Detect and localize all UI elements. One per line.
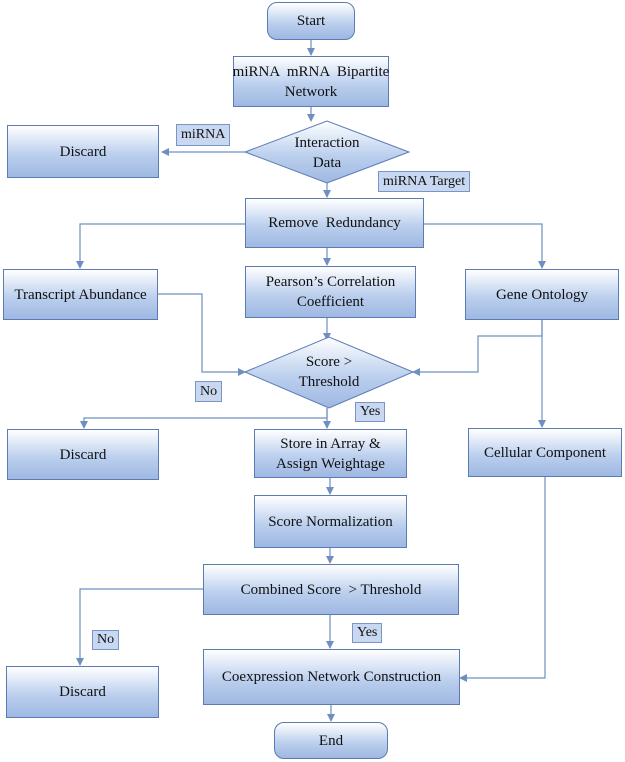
interaction-line2: Data [312,155,342,171]
arrow-cellular-to-coexpression [459,477,546,682]
arrow-remove-to-transcript [76,223,245,269]
discard-middle-box: Discard [7,429,159,480]
cellular-component-label: Cellular Component [483,444,607,461]
store-line1: Store in Array & [280,435,381,452]
discard-top-label: Discard [59,143,107,160]
arrow-remove-to-gene [424,223,546,269]
start-label: Start [296,13,326,29]
discard-middle-label: Discard [59,446,107,463]
arrow-transcript-to-score [158,293,246,376]
interaction-decision-diamond [243,120,411,184]
combined-score-box: Combined Score > Threshold [203,564,459,615]
arrow-score-to-discard [80,408,328,429]
pearson-line1: Pearson’s Correlation [265,274,396,290]
arrow-gene-to-score [412,320,543,376]
transcript-abundance-box: Transcript Abundance [3,269,158,320]
cellular-component-box: Cellular Component [468,428,622,477]
bipartite-network-box: miRNA mRNA Bipartite Network [233,56,389,107]
pearson-line2: Coefficient [296,294,365,310]
yes-tag-combined: Yes [352,623,383,643]
gene-ontology-label: Gene Ontology [495,286,589,303]
remove-redundancy-box: Remove Redundancy [245,198,424,248]
store-array-box: Store in Array & Assign Weightage [254,429,407,478]
coexpression-network-box: Coexpression Network Construction [203,649,460,705]
interaction-line1: Interaction [294,135,360,151]
score-line2: Threshold [298,374,360,390]
discard-bottom-box: Discard [6,666,159,718]
store-line2: Assign Weightage [276,455,385,472]
score-normalization-label: Score Normalization [268,513,393,530]
pearson-correlation-box: Pearson’s Correlation Coefficient [245,266,416,318]
mirna-target-tag: miRNA Target [378,171,471,192]
interaction-data-label: Interaction Data [270,133,384,173]
bipartite-line2: Network [284,83,338,100]
discard-bottom-label: Discard [59,684,106,700]
end-node: End [274,722,388,759]
start-node: Start [267,2,355,40]
score-line1: Score > [305,354,353,370]
gene-ontology-box: Gene Ontology [465,269,619,320]
end-label: End [318,732,344,749]
discard-top-box: Discard [7,125,159,178]
combined-score-label: Combined Score > Threshold [240,581,422,598]
yes-tag-score: Yes [355,402,386,422]
no-tag-combined: No [92,630,120,650]
transcript-abundance-label: Transcript Abundance [14,286,147,303]
remove-redundancy-label: Remove Redundancy [268,215,401,231]
mirna-tag: miRNA [176,124,231,146]
arrow-combined-to-discard [76,588,203,666]
score-threshold-label: Score > Threshold [279,352,379,392]
bipartite-line1: miRNA mRNA Bipartite [232,63,390,80]
score-normalization-box: Score Normalization [254,495,407,548]
score-decision-diamond [243,336,415,409]
no-tag-score: No [195,381,223,402]
coexpression-label: Coexpression Network Construction [221,669,442,685]
